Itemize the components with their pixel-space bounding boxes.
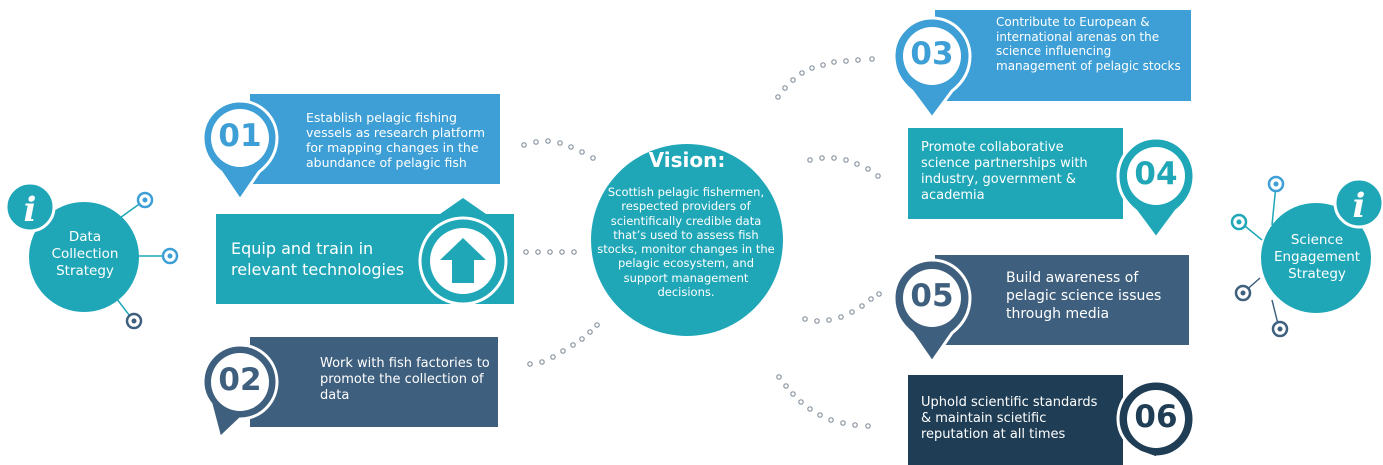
left-strategy-label: Data Collection Strategy (51, 229, 119, 279)
vision-text: Scottish pelagic fishermen, respected pr… (597, 185, 775, 300)
item-01-graphic (201, 94, 500, 203)
item-02-graphic (201, 337, 498, 441)
item-text: Promote collaborative science partnershi… (921, 140, 1088, 203)
dotted-connectors (521, 56, 882, 429)
dots-to-04 (807, 155, 881, 179)
item-text: Equip and train in relevant technologies (231, 239, 405, 279)
right-strategy-label: Science Engagement Strategy (1273, 232, 1361, 282)
item-05-graphic (892, 255, 1189, 365)
item-number: 04 (1134, 156, 1178, 192)
vision-title: Vision: (648, 148, 726, 172)
left-strategy-graphic: i (4, 181, 179, 330)
item-06-graphic (908, 375, 1196, 465)
up-arrow-house-icon (440, 238, 486, 283)
dots-to-02 (527, 322, 600, 367)
dots-to-equip (523, 249, 577, 255)
item-04-graphic (908, 128, 1196, 241)
info-icon (1333, 177, 1383, 229)
item-number: 02 (218, 362, 262, 398)
item-number: 06 (1134, 399, 1178, 435)
info-icon (4, 181, 56, 233)
item-03-graphic (892, 10, 1191, 121)
item-number: 03 (910, 36, 954, 72)
right-strategy-graphic: i (1230, 175, 1383, 338)
svg-text:i: i (1353, 186, 1366, 226)
item-text: Uphold scientific standards & maintain s… (921, 395, 1098, 442)
dots-to-05 (802, 291, 882, 324)
item-text: Build awareness of pelagic science issue… (1006, 270, 1162, 322)
svg-text:i: i (24, 190, 37, 230)
item-number: 01 (218, 118, 262, 154)
item-number: 05 (910, 278, 954, 314)
equip-graphic (216, 198, 514, 306)
item-text: Contribute to European & international a… (996, 15, 1181, 73)
item-text: Establish pelagic fishing vessels as res… (306, 110, 486, 170)
dots-to-06 (776, 374, 871, 429)
vision-circle (591, 144, 783, 336)
dots-to-01 (521, 138, 596, 161)
item-text: Work with fish factories to promote the … (320, 356, 490, 403)
dots-to-03 (775, 56, 875, 100)
